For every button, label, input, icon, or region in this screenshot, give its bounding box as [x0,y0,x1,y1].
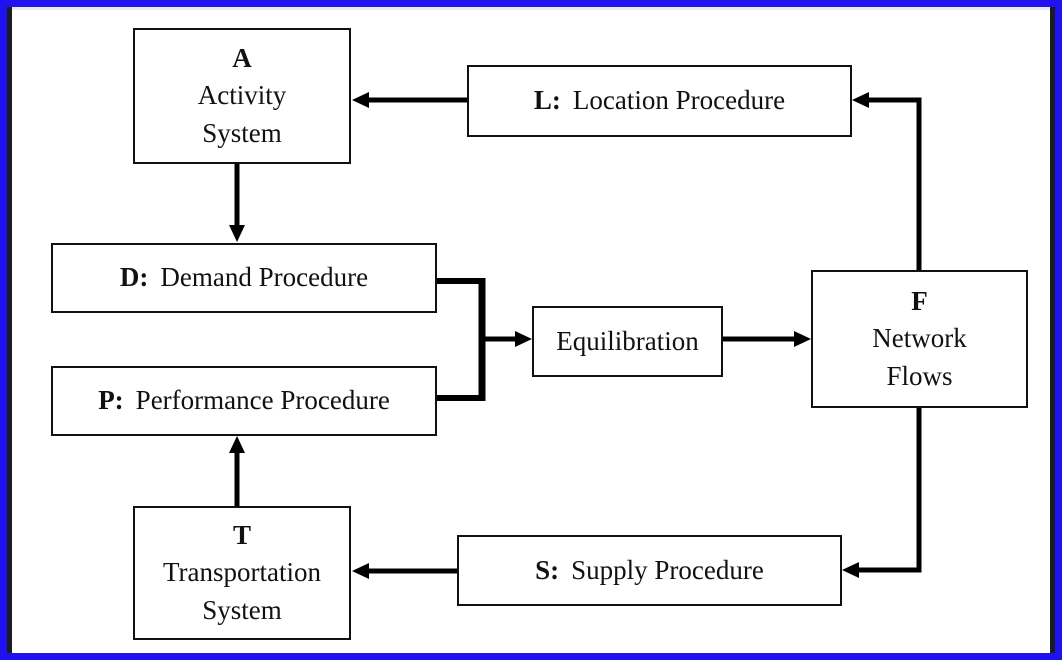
left-dark-strip [7,7,12,653]
location-label: Location Procedure [572,85,786,116]
arrow-location-to-activity [352,92,467,108]
activity-line1: Activity [197,80,287,111]
transportation-letter: T [232,520,251,551]
arrow-transportation-to-performance [229,436,245,506]
node-supply-procedure: S: Supply Procedure [457,535,842,606]
node-demand-text: D: Demand Procedure [120,259,368,296]
supply-prefix: S: [535,554,560,585]
node-equilibration: Equilibration [532,306,723,377]
node-transportation-text: T Transportation System [163,517,321,629]
transportation-line1: Transportation [162,557,321,588]
arrow-equilibration-to-network [723,331,811,347]
arrow-activity-to-demand [229,164,245,242]
arrow-network-to-supply [842,408,922,578]
node-demand-procedure: D: Demand Procedure [51,243,437,313]
arrow-network-to-location [852,92,922,270]
activity-line2: System [202,117,282,148]
node-activity-text: A Activity System [198,40,287,152]
demand-prefix: D: [119,262,149,293]
arrow-supply-to-transportation [352,563,457,579]
demand-label: Demand Procedure [160,262,369,293]
location-prefix: L: [533,85,561,116]
connector-demand-performance-bracket [437,278,486,401]
node-network-flows: F Network Flows [811,270,1028,408]
node-location-text: L: Location Procedure [534,82,785,119]
node-network-text: F Network Flows [872,283,966,395]
activity-letter: A [232,43,252,74]
right-dark-strip [1050,7,1055,653]
node-performance-text: P: Performance Procedure [98,382,390,419]
node-location-procedure: L: Location Procedure [467,65,852,137]
transportation-line2: System [202,594,282,625]
network-letter: F [911,286,928,317]
node-transportation-system: T Transportation System [133,506,351,640]
supply-label: Supply Procedure [571,554,764,585]
node-activity-system: A Activity System [133,28,351,164]
node-performance-procedure: P: Performance Procedure [51,366,437,436]
network-line2: Flows [886,360,953,391]
performance-label: Performance Procedure [135,385,390,416]
arrow-bracket-to-equilibration [482,331,532,347]
top-gray-strip [12,7,1050,10]
equilibration-label: Equilibration [556,325,699,356]
node-supply-text: S: Supply Procedure [535,552,764,589]
network-line1: Network [872,323,967,354]
performance-prefix: P: [98,385,124,416]
